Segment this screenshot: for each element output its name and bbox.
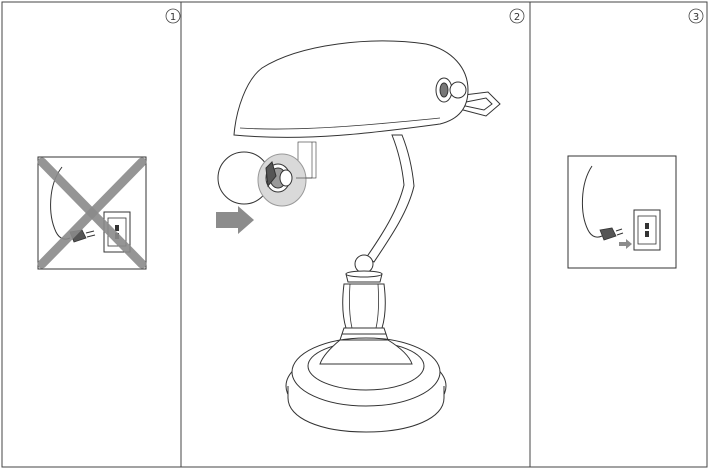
plug-in-arrow xyxy=(619,239,632,249)
stem-body xyxy=(342,283,386,329)
step-2-number: 2 xyxy=(514,12,520,23)
unplugged-crossed-icon xyxy=(37,156,147,270)
step-3-badge: 3 xyxy=(688,8,704,24)
arm-joint xyxy=(354,254,374,274)
panel-step-3: 3 xyxy=(567,8,704,269)
bankers-lamp-drawing xyxy=(233,40,501,433)
lamp-arm xyxy=(365,134,415,263)
step-1-badge: 1 xyxy=(165,8,181,24)
light-bulb-detail xyxy=(217,142,313,207)
step-2-badge: 2 xyxy=(509,8,525,24)
step-1-number: 1 xyxy=(170,12,176,23)
panel-step-1: 1 xyxy=(37,8,181,270)
plug-in-icon xyxy=(567,155,677,269)
panel-step-2: 2 xyxy=(216,8,525,433)
insert-bulb-arrow xyxy=(216,206,254,234)
lamp-shade xyxy=(233,40,469,138)
step-3-number: 3 xyxy=(693,12,699,23)
